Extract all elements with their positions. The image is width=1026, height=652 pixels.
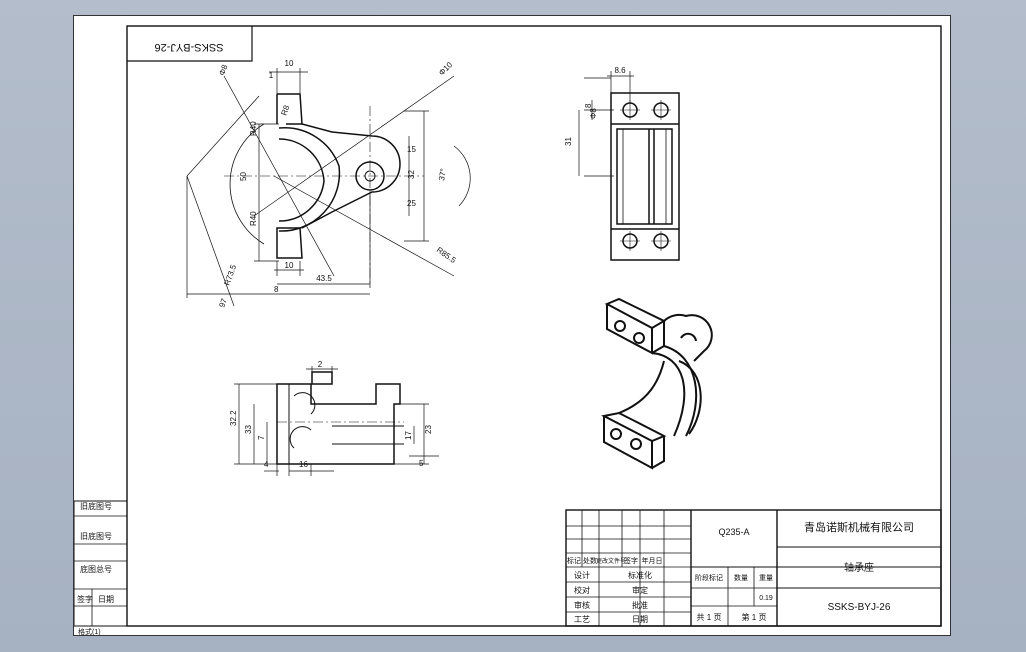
- svg-text:33: 33: [244, 425, 253, 434]
- svg-text:共 1 页: 共 1 页: [697, 613, 722, 622]
- svg-text:R40: R40: [249, 211, 258, 226]
- svg-text:R40: R40: [249, 121, 258, 136]
- svg-text:签字: 签字: [624, 556, 638, 565]
- svg-text:8: 8: [584, 103, 593, 108]
- svg-text:R73.5: R73.5: [222, 263, 238, 287]
- section-view-dimensions: 2 32.2 33 7 4 16 17 23 5: [229, 360, 433, 469]
- svg-text:2: 2: [318, 360, 323, 369]
- svg-text:31: 31: [564, 137, 573, 146]
- side-panel: 旧底图号 旧底图号 底图总号 签字 日期 格式(1): [74, 501, 127, 636]
- svg-text:Φ10: Φ10: [437, 60, 455, 78]
- svg-text:37°: 37°: [437, 168, 448, 181]
- svg-text:第 1 页: 第 1 页: [742, 612, 767, 622]
- right-view: [578, 71, 680, 261]
- svg-text:25: 25: [407, 199, 416, 208]
- svg-text:R8: R8: [279, 103, 291, 116]
- svg-text:50: 50: [239, 172, 248, 181]
- svg-text:8.6: 8.6: [614, 66, 626, 75]
- svg-text:校对: 校对: [574, 585, 590, 595]
- svg-text:标准化: 标准化: [628, 570, 652, 580]
- svg-text:R85.5: R85.5: [435, 245, 458, 265]
- svg-text:Q235-A: Q235-A: [718, 527, 749, 537]
- svg-text:日期: 日期: [632, 615, 648, 624]
- svg-text:17: 17: [404, 431, 413, 440]
- inner-frame: [126, 25, 942, 627]
- svg-text:工艺: 工艺: [574, 615, 590, 624]
- svg-text:轴承座: 轴承座: [844, 561, 874, 574]
- svg-text:旧底图号: 旧底图号: [80, 531, 112, 541]
- svg-text:32: 32: [407, 170, 416, 179]
- svg-text:32.2: 32.2: [229, 410, 238, 426]
- svg-text:Φ8: Φ8: [217, 63, 229, 77]
- right-view-dimensions: 8.6 Φ8 8 31: [564, 66, 626, 146]
- svg-text:审核: 审核: [574, 600, 590, 610]
- isometric-view: [601, 297, 713, 470]
- svg-text:5: 5: [419, 459, 424, 468]
- svg-text:阶段标记: 阶段标记: [695, 573, 723, 582]
- svg-text:审定: 审定: [632, 585, 648, 595]
- svg-text:批准: 批准: [632, 600, 648, 610]
- svg-text:10: 10: [285, 59, 294, 68]
- svg-text:数量: 数量: [734, 573, 748, 582]
- svg-text:0.19: 0.19: [759, 595, 773, 602]
- svg-text:旧底图号: 旧底图号: [80, 501, 112, 511]
- svg-text:16: 16: [299, 460, 308, 469]
- title-block-text: Q235-A 青岛诺斯机械有限公司 轴承座 SSKS-BYJ-26 标记 处数 …: [567, 520, 914, 624]
- title-block: [565, 509, 942, 627]
- svg-text:更改文件号: 更改文件号: [596, 557, 626, 565]
- svg-text:15: 15: [407, 145, 416, 154]
- svg-text:重量: 重量: [759, 574, 773, 582]
- front-view: [186, 68, 471, 307]
- svg-text:签字: 签字: [77, 594, 93, 604]
- rotated-drawing-code: SSKS-BYJ-26: [154, 41, 223, 53]
- svg-text:格式(1): 格式(1): [78, 627, 101, 636]
- side-strip: [74, 500, 128, 627]
- svg-text:标记: 标记: [567, 556, 581, 565]
- svg-text:Φ8: Φ8: [589, 108, 598, 119]
- drawing-sheet: SSKS-BYJ-26: [73, 15, 951, 636]
- svg-text:SSKS-BYJ-26: SSKS-BYJ-26: [828, 602, 891, 613]
- svg-text:97: 97: [217, 297, 229, 309]
- svg-text:设计: 设计: [574, 570, 590, 580]
- svg-text:处数: 处数: [583, 556, 597, 565]
- svg-text:底图总号: 底图总号: [80, 564, 112, 574]
- section-view: [234, 366, 439, 476]
- svg-text:日期: 日期: [98, 595, 114, 604]
- drawing-canvas: SSKS-BYJ-26: [74, 25, 942, 636]
- svg-text:青岛诺斯机械有限公司: 青岛诺斯机械有限公司: [804, 520, 914, 534]
- svg-text:4: 4: [264, 460, 269, 469]
- svg-text:年月日: 年月日: [642, 556, 663, 565]
- svg-text:7: 7: [257, 435, 266, 440]
- svg-text:10: 10: [285, 261, 294, 270]
- corner-code-box: SSKS-BYJ-26: [127, 26, 253, 62]
- svg-text:23: 23: [424, 425, 433, 434]
- svg-text:43.5: 43.5: [316, 274, 332, 283]
- svg-text:1: 1: [269, 71, 274, 80]
- svg-text:8: 8: [274, 285, 279, 294]
